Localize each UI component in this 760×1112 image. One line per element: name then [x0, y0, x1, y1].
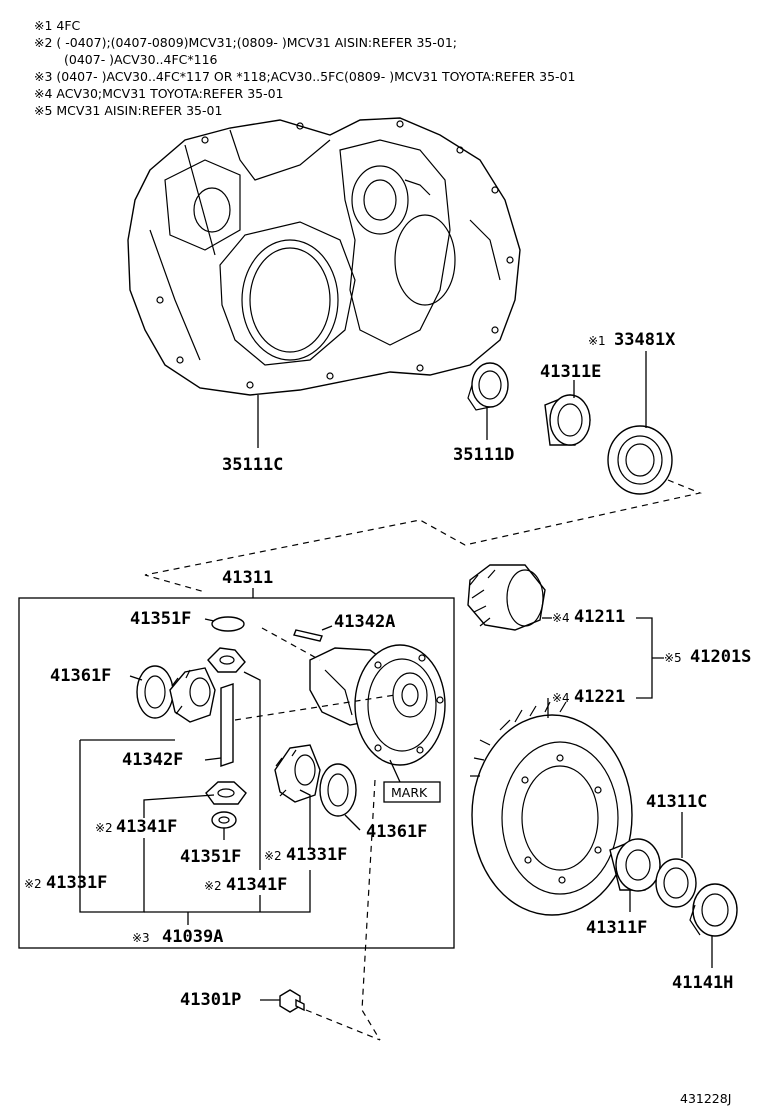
label-41301p: 41301P: [180, 990, 241, 1010]
label-41331f-left-prefix: ※2: [24, 877, 42, 891]
label-41341f-left-prefix: ※2: [95, 821, 113, 835]
label-41311e: 41311E: [540, 362, 601, 382]
label-41211: 41211: [574, 607, 625, 627]
label-41361f-left: 41361F: [50, 666, 111, 686]
label-41341f-right: 41341F: [226, 875, 287, 895]
label-41331f-right: 41331F: [286, 845, 347, 865]
label-41331f-right-prefix: ※2: [264, 849, 282, 863]
pinion-gear-top-drawing: [207, 647, 246, 673]
label-41311: 41311: [222, 568, 273, 588]
note-4: ※4 ACV30;MCV31 TOYOTA:REFER 35-01: [34, 86, 284, 101]
ring-gear-41221-drawing: [470, 701, 633, 916]
bearing-41311e-drawing: [544, 394, 591, 446]
diff-dashed-bolt-line: [361, 779, 381, 1041]
label-41311c: 41311C: [646, 792, 707, 812]
note-3: ※3 (0407- )ACV30..4FC*117 OR *118;ACV30.…: [34, 69, 575, 84]
seal-41141h-drawing: [689, 883, 738, 937]
bracket-41039a: [144, 870, 311, 925]
bearing-41311f-drawing: [609, 838, 661, 892]
oil-seal-35111d-drawing: [467, 362, 509, 411]
differential-case-drawing: [309, 644, 446, 766]
pinion-gear-bottom-drawing: [205, 781, 247, 805]
note-1: ※1 4FC: [34, 18, 81, 33]
label-41341f-right-prefix: ※2: [204, 879, 222, 893]
diff-dashed-centerline: [234, 694, 396, 721]
shaft-41342f-drawing: [220, 683, 234, 767]
washer-41361f-right-drawing: [319, 763, 357, 817]
transaxle-housing-drawing: [127, 117, 521, 396]
bracket-41331f-right: [299, 789, 311, 848]
label-41361f-right: 41361F: [366, 822, 427, 842]
leader-41361f-left: [129, 675, 143, 681]
pin-41342a-drawing: [293, 629, 323, 642]
diagram-id: 431228J: [680, 1091, 731, 1106]
drive-pinion-41211-drawing: [467, 564, 546, 631]
leader-41342a: [321, 625, 333, 631]
differential-assembly-box: [18, 597, 455, 949]
label-33481x: 33481X: [614, 330, 676, 350]
label-41351f-top: 41351F: [130, 609, 191, 629]
bracket-41341f-right: [243, 671, 261, 870]
washer-41351f-top-drawing: [211, 616, 245, 632]
washer-41361f-left-drawing: [136, 665, 174, 719]
label-41141h: 41141H: [672, 973, 733, 993]
note-2: ※2 ( -0407);(0407-0809)MCV31;(0809- )MCV…: [34, 35, 457, 50]
label-41342f: 41342F: [122, 750, 183, 770]
label-33481x-prefix: ※1: [588, 334, 606, 348]
side-gear-left-drawing: [169, 667, 216, 723]
bolt-dashed-line: [305, 1009, 381, 1041]
label-41331f-left: 41331F: [46, 873, 107, 893]
label-35111c: 35111C: [222, 455, 283, 475]
leader-41342f: [204, 757, 222, 761]
leader-41351f-top: [204, 618, 215, 622]
label-41039a-prefix: ※3: [132, 931, 150, 945]
leader-41341f-left: [143, 794, 215, 818]
label-41201s: 41201S: [690, 647, 751, 667]
label-41201s-prefix: ※5: [664, 651, 682, 665]
bracket-41331f-left: [79, 739, 175, 913]
notes-block: ※1 4FC ※2 ( -0407);(0407-0809)MCV31;(080…: [34, 18, 575, 118]
mark-box: [383, 781, 441, 803]
bracket-41201s: [636, 617, 664, 699]
washer-41351f-bottom-drawing: [211, 811, 237, 829]
note-5: ※5 MCV31 AISIN:REFER 35-01: [34, 103, 222, 118]
leader-41361f-right: [344, 814, 361, 831]
bolt-41301p-drawing: [279, 989, 305, 1013]
assembly-dashed-line-top: [144, 479, 703, 593]
label-41342a: 41342A: [334, 612, 395, 632]
label-41351f-bottom: 41351F: [180, 847, 241, 867]
label-41341f-left: 41341F: [116, 817, 177, 837]
note-2-cont: (0407- )ACV30..4FC*116: [64, 52, 218, 67]
label-mark: MARK: [391, 785, 428, 800]
label-41221: 41221: [574, 687, 625, 707]
label-41221-prefix: ※4: [552, 691, 570, 705]
label-41039a: 41039A: [162, 927, 223, 947]
label-35111d: 35111D: [453, 445, 514, 465]
label-41311f: 41311F: [586, 918, 647, 938]
seal-33481x-drawing: [607, 425, 673, 495]
leader-mark: [389, 759, 401, 783]
race-41311c-drawing: [655, 858, 697, 908]
side-gear-right-drawing: [274, 744, 321, 803]
diff-dashed-pin-line: [261, 627, 321, 661]
label-41211-prefix: ※4: [552, 611, 570, 625]
